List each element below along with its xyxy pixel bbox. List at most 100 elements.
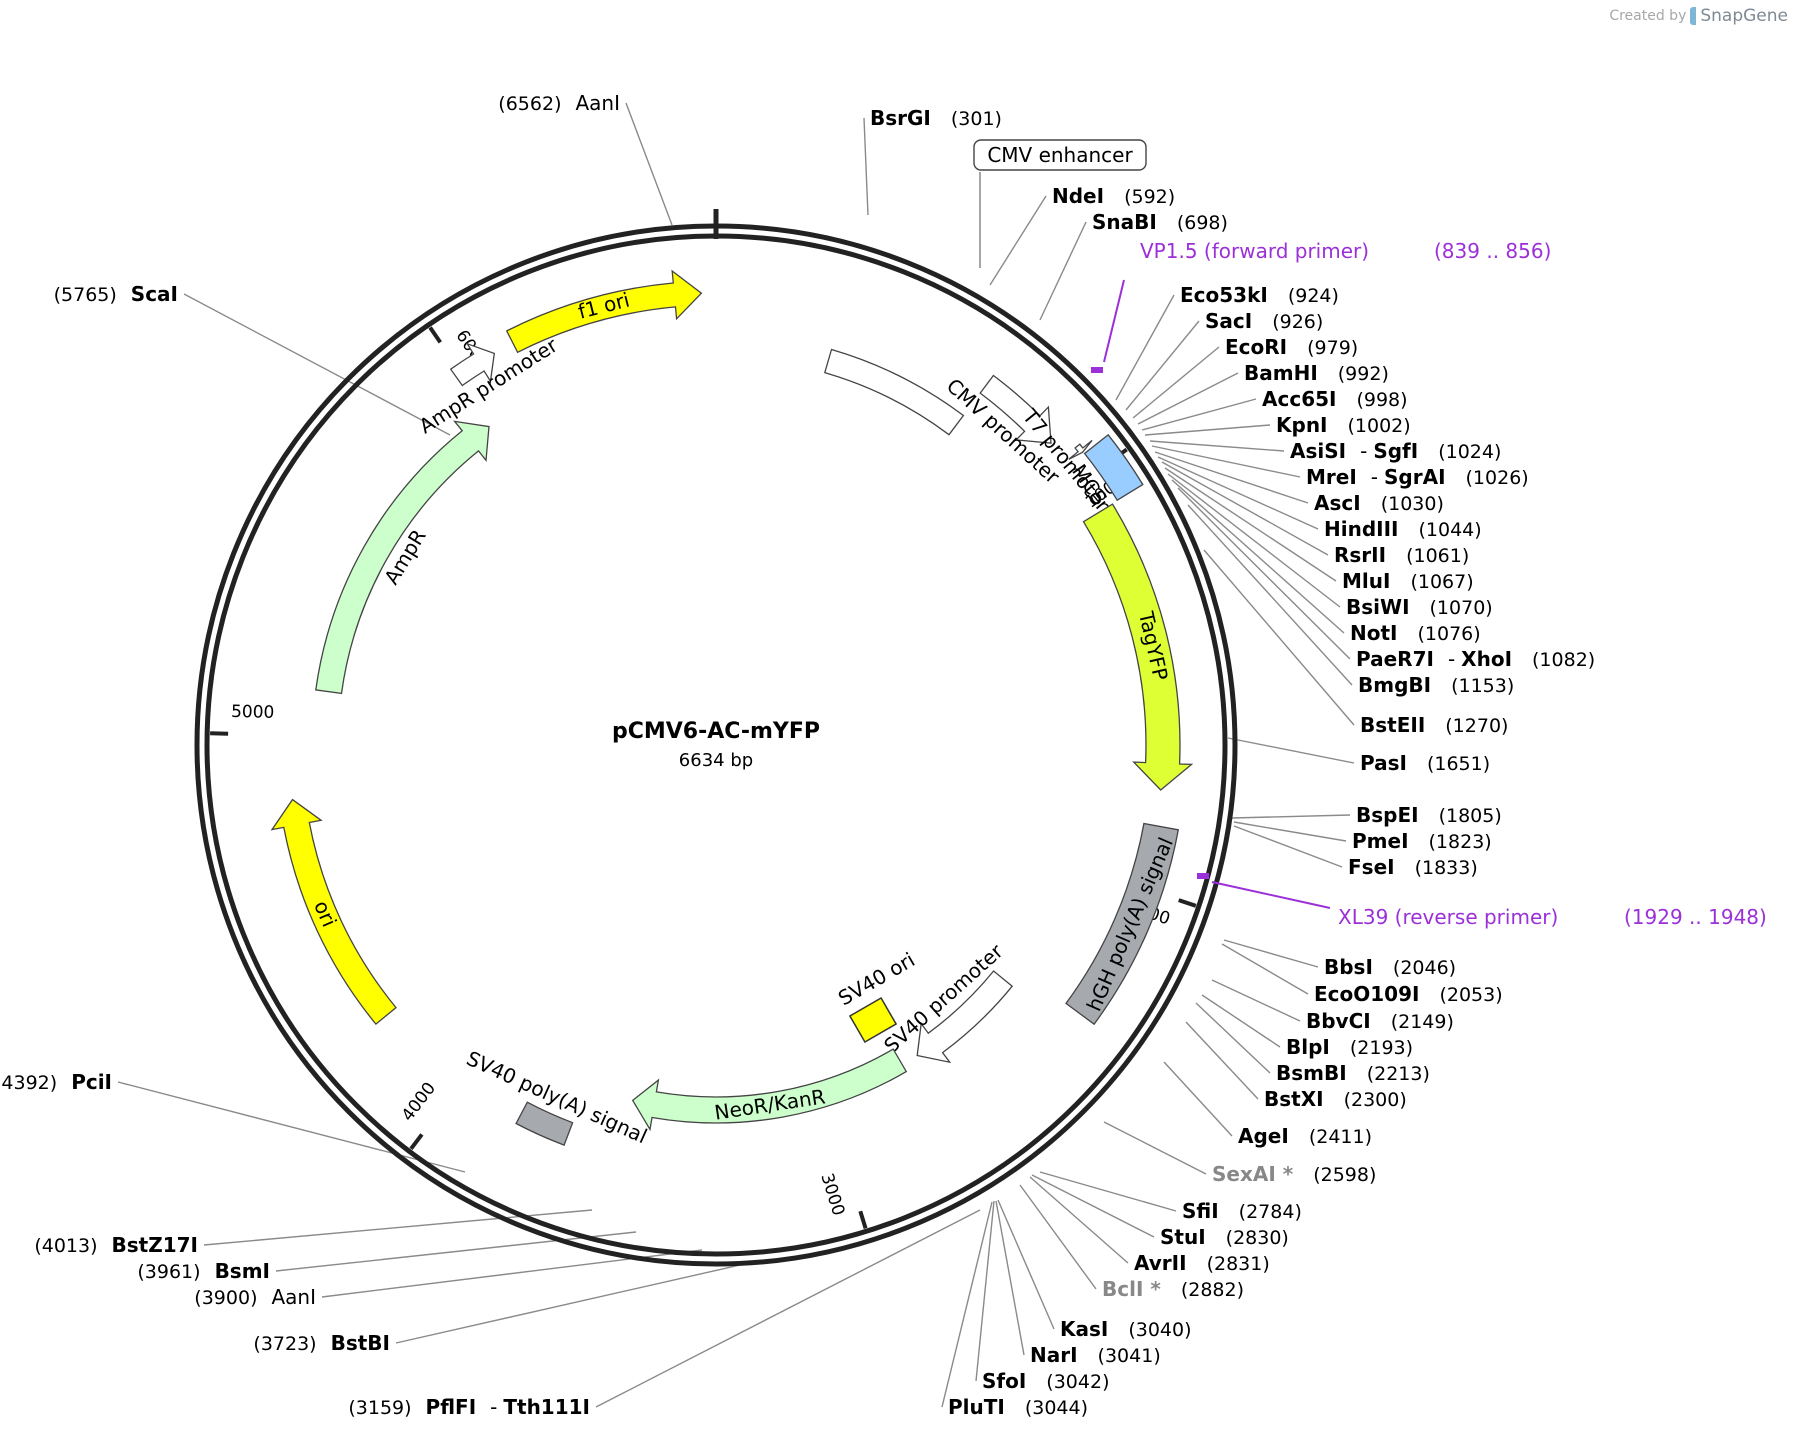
site-eco53ki[interactable]: Eco53kI(924) [1180, 283, 1339, 307]
site-dash: - [490, 1395, 497, 1419]
site-bspei[interactable]: BspEI(1805) [1356, 803, 1502, 827]
site-name: BspEI [1356, 803, 1419, 827]
xl39-reverse-primer-primer[interactable]: XL39 (reverse primer)(1929 .. 1948) [1197, 873, 1767, 929]
site-blpi[interactable]: BlpI(2193) [1286, 1035, 1413, 1059]
site-label: AvrII(2831) [1134, 1251, 1270, 1275]
site-noti[interactable]: NotI(1076) [1350, 621, 1481, 645]
site-bmgbi[interactable]: BmgBI(1153) [1358, 673, 1514, 697]
site-pcii[interactable]: (4392)PciI [0, 1070, 112, 1094]
neor-kanr-feature[interactable]: NeoR/KanR [631, 1048, 908, 1132]
site-kasi[interactable]: KasI(3040) [1060, 1317, 1192, 1341]
site-bbsi[interactable]: BbsI(2046) [1324, 955, 1456, 979]
site-agei[interactable]: AgeI(2411) [1238, 1124, 1372, 1148]
site-pflfi[interactable]: (3159)PflFI-Tth111I [348, 1395, 590, 1419]
site-scai[interactable]: (5765)ScaI [54, 282, 178, 306]
f1-ori-shape [505, 269, 703, 354]
site-pmei[interactable]: PmeI(1823) [1352, 829, 1492, 853]
site-leader [1233, 825, 1343, 868]
sv40-poly-a-signal-feature[interactable]: SV40 poly(A) signal [463, 1046, 651, 1148]
site-position: (2784) [1239, 1201, 1302, 1223]
tick-mark [1178, 898, 1197, 908]
site-name: Acc65I [1262, 387, 1336, 411]
site-pluti[interactable]: PluTI(3044) [948, 1395, 1088, 1419]
site-stui[interactable]: StuI(2830) [1160, 1225, 1289, 1249]
site-leader [1132, 346, 1220, 419]
site-sfii[interactable]: SfiI(2784) [1182, 1199, 1302, 1223]
site-label: BbsI(2046) [1324, 955, 1456, 979]
site-leader [941, 1201, 993, 1408]
site-bsiwi[interactable]: BsiWI(1070) [1346, 595, 1493, 619]
cmv-enhancer-feature[interactable] [823, 348, 965, 436]
site-leader [1019, 1184, 1097, 1290]
primer-leader [1211, 881, 1331, 909]
site-bcli[interactable]: BclI *(2882) [1102, 1277, 1244, 1301]
site-mlui[interactable]: MluI(1067) [1342, 569, 1474, 593]
site-bstbi[interactable]: (3723)BstBI [253, 1331, 390, 1355]
site-sexai[interactable]: SexAI *(2598) [1212, 1162, 1376, 1186]
primer-range: (1929 .. 1948) [1624, 905, 1767, 929]
site-position: (1823) [1429, 831, 1492, 853]
site-saci[interactable]: SacI(926) [1205, 309, 1323, 333]
site-position: (1002) [1348, 415, 1411, 437]
site-fsei[interactable]: FseI(1833) [1348, 855, 1478, 879]
site-label: PmeI(1823) [1352, 829, 1492, 853]
cmv-enhancer-feature[interactable]: CMV enhancer [973, 139, 1147, 268]
site-label: SfiI(2784) [1182, 1199, 1302, 1223]
site-position: (1270) [1445, 715, 1508, 737]
site-asisi[interactable]: AsiSI-SgfI(1024) [1290, 439, 1501, 463]
site-label: EcoO109I(2053) [1314, 982, 1503, 1006]
site-position: (2300) [1344, 1089, 1407, 1111]
site-bsrgi[interactable]: BsrGI(301) [870, 106, 1002, 130]
site-label: NotI(1076) [1350, 621, 1481, 645]
site-label: PasI(1651) [1360, 751, 1490, 775]
site-position: (1070) [1430, 597, 1493, 619]
created-by-label: Created by [1609, 8, 1687, 24]
site-name: PluTI [948, 1395, 1005, 1419]
site-name: BamHI [1244, 361, 1318, 385]
site-bstxi[interactable]: BstXI (2300) [1264, 1087, 1407, 1111]
site-name: BstXI [1264, 1087, 1324, 1111]
site-rsrii[interactable]: RsrII(1061) [1334, 543, 1469, 567]
site-bamhi[interactable]: BamHI(992) [1244, 361, 1389, 385]
site-name: BstEII [1360, 713, 1425, 737]
site-position: (3723) [253, 1333, 316, 1355]
site-leader [997, 1199, 1055, 1330]
hgh-poly-a-signal-shape [1065, 822, 1180, 1026]
site-position: (979) [1307, 337, 1358, 359]
site-label: BamHI(992) [1244, 361, 1389, 385]
site-aani[interactable]: (6562)AanI [498, 91, 620, 115]
site-snabi[interactable]: SnaBI(698) [1092, 210, 1228, 234]
site-hindiii[interactable]: HindIII(1044) [1324, 517, 1482, 541]
ampr-promoter-feature[interactable]: AmpR promoter [415, 333, 563, 439]
site-ecoo109i[interactable]: EcoO109I(2053) [1314, 982, 1503, 1006]
site-nari[interactable]: NarI(3041) [1030, 1343, 1161, 1367]
ampr-feature[interactable]: AmpR [315, 420, 490, 695]
site-bsteii[interactable]: BstEII (1270) [1360, 713, 1508, 737]
f1-ori-feature[interactable]: f1 ori [505, 269, 703, 354]
site-ndei[interactable]: NdeI(592) [1052, 184, 1175, 208]
site-asci[interactable]: AscI(1030) [1314, 491, 1444, 515]
site-label: HindIII(1044) [1324, 517, 1482, 541]
site-paer7i[interactable]: PaeR7I-XhoI(1082) [1356, 647, 1595, 671]
site-leader [1203, 549, 1355, 726]
tagyfp-feature[interactable]: TagYFP [1082, 503, 1194, 791]
site-bsmi[interactable]: (3961)BsmI [137, 1259, 270, 1283]
site-avrii[interactable]: AvrII(2831) [1134, 1251, 1270, 1275]
site-acc65i[interactable]: Acc65I(998) [1262, 387, 1408, 411]
site-position: (2149) [1391, 1011, 1454, 1033]
ori-feature[interactable]: ori [270, 798, 397, 1026]
site-label: NdeI(592) [1052, 184, 1175, 208]
site-mrei[interactable]: MreI-SgrAI(1026) [1306, 465, 1529, 489]
site-kpni[interactable]: KpnI(1002) [1276, 413, 1411, 437]
site-bbvci[interactable]: BbvCI (2149) [1306, 1009, 1454, 1033]
site-aani[interactable]: (3900)AanI [194, 1285, 316, 1309]
site-label: (3900)AanI [194, 1285, 316, 1309]
site-bsmbi[interactable]: BsmBI(2213) [1276, 1061, 1430, 1085]
site-name: BbvCI [1306, 1009, 1371, 1033]
vp1-5-forward-primer-primer[interactable]: VP1.5 (forward primer)(839 .. 856) [1091, 239, 1551, 373]
site-sfoi[interactable]: SfoI(3042) [982, 1369, 1109, 1393]
site-bstz17i[interactable]: (4013)BstZ17I [34, 1233, 198, 1257]
site-ecori[interactable]: EcoRI(979) [1225, 335, 1358, 359]
site-pasi[interactable]: PasI(1651) [1360, 751, 1490, 775]
site-label: BbvCI (2149) [1306, 1009, 1454, 1033]
